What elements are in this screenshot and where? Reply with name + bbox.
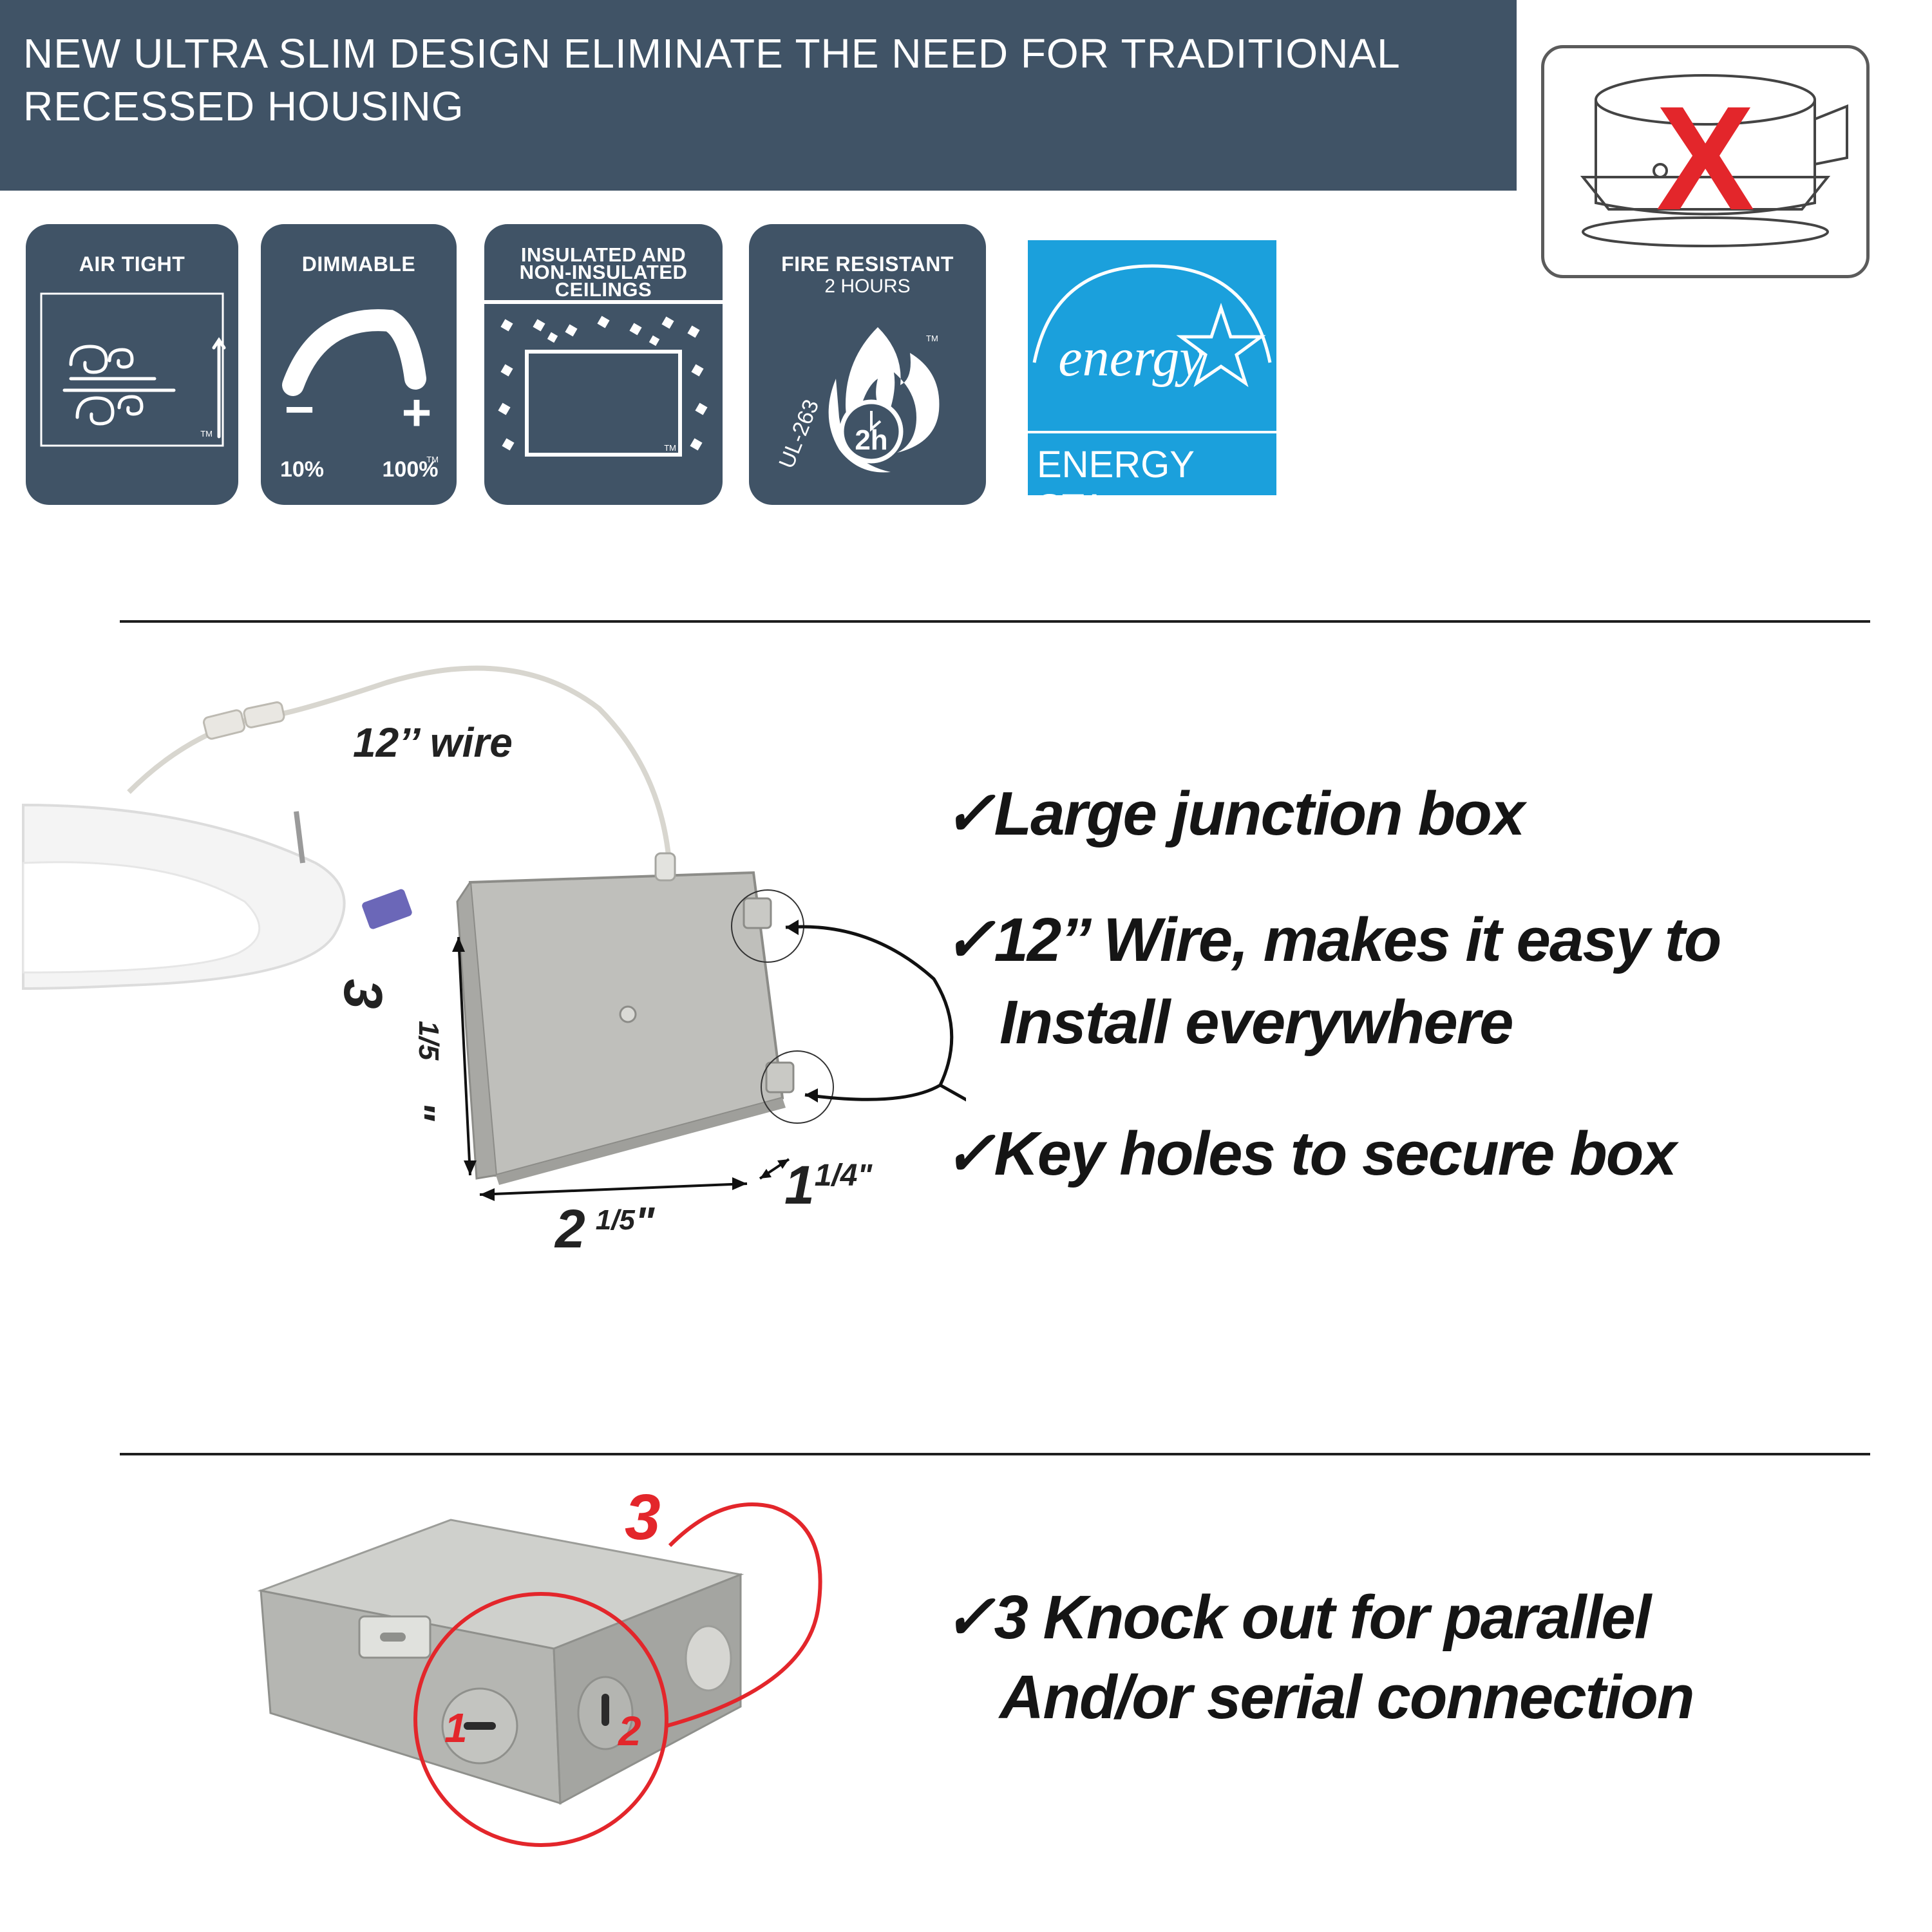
header-banner: NEW ULTRA SLIM DESIGN ELIMINATE THE NEED… xyxy=(0,0,1517,191)
width-main: 2 xyxy=(555,1198,585,1259)
depth-main: 1 xyxy=(784,1155,815,1215)
feature-large-junction-box: ✓Large junction box xyxy=(943,779,1525,848)
trademark-mark: TM xyxy=(926,334,938,343)
key-hole-circle xyxy=(761,1050,834,1124)
insulated-ceilings-badge: INSULATED AND NON-INSULATED CEILINGS TM xyxy=(484,224,723,505)
energy-script: energy xyxy=(1058,328,1204,388)
knockout-highlight-circle xyxy=(413,1592,668,1847)
knockout-box-photo: 1 2 3 xyxy=(257,1481,822,1847)
feature-wire-length-line2: Install everywhere xyxy=(999,988,1513,1057)
badge-title-line: INSULATED AND xyxy=(520,243,687,266)
section-divider xyxy=(120,620,1870,623)
knockout-label-1: 1 xyxy=(444,1705,468,1751)
section-divider xyxy=(120,1453,1870,1455)
knockout-label-2: 2 xyxy=(618,1708,641,1754)
feature-wire-length: ✓12’’ Wire, makes it easy to xyxy=(943,905,1721,974)
energy-star-label: ENERGY STA xyxy=(1037,444,1194,529)
fire-resistant-badge: FIRE RESISTANT 2 HOURS 2h UL-263 TM xyxy=(749,224,986,505)
trademark-mark: TM xyxy=(200,429,213,439)
depth-fraction: 1/4" xyxy=(814,1159,873,1193)
spring-clip xyxy=(362,889,412,929)
feature-key-holes: ✓Key holes to secure box xyxy=(943,1119,1677,1188)
fire-rating-label: 2h xyxy=(855,424,887,456)
energy-star-logo: energy ENERGY STA xyxy=(1028,240,1276,529)
flame-clock-icon: 2h UL-263 TM xyxy=(774,327,940,473)
wire xyxy=(276,665,672,870)
wire-connector xyxy=(243,701,285,728)
dimmable-badge: DIMMABLE − + 10% 100% TM xyxy=(261,224,457,505)
traditional-housing-icon: X xyxy=(1541,45,1870,278)
wire-length-label: 12’’ wire xyxy=(353,719,513,766)
recessed-can-icon: X xyxy=(1580,74,1848,247)
dim-high-label: 100% xyxy=(383,457,439,482)
x-mark: X xyxy=(1656,75,1754,241)
knockout-label-3: 3 xyxy=(625,1481,661,1553)
air-tight-badge: AIR TIGHT TM xyxy=(26,224,238,505)
badge-title: DIMMABLE xyxy=(301,252,416,276)
width-dimension: 2 1/5" xyxy=(555,1198,654,1260)
junction-box-diagram xyxy=(22,665,966,1201)
depth-dimension: 11/4" xyxy=(784,1154,872,1217)
dimmer-arc-icon: − + 10% 100% TM xyxy=(280,309,439,482)
air-swirl-icon: TM xyxy=(40,292,226,447)
minus-icon: − xyxy=(285,381,315,438)
dim-low-label: 10% xyxy=(280,457,324,482)
badge-title: FIRE RESISTANT xyxy=(781,252,954,276)
width-fraction: 1/5 xyxy=(595,1204,635,1236)
feature-knockouts: ✓3 Knock out for parallel xyxy=(943,1583,1651,1652)
banner-title: NEW ULTRA SLIM DESIGN ELIMINATE THE NEED… xyxy=(23,30,1399,129)
trademark-mark: TM xyxy=(426,455,439,464)
width-unit: " xyxy=(634,1198,655,1245)
trademark-mark: TM xyxy=(664,443,676,453)
feature-knockouts-line2: And/or serial connection xyxy=(999,1663,1695,1732)
badge-title-line: NON-INSULATED xyxy=(519,261,688,283)
badge-title-line: CEILINGS xyxy=(554,278,652,301)
ceiling-insulation-icon: TM xyxy=(484,300,723,457)
energy-star-icon: energy xyxy=(1028,264,1276,433)
badge-title: AIR TIGHT xyxy=(79,252,185,276)
plus-icon: + xyxy=(402,384,432,441)
badge-subtitle: 2 HOURS xyxy=(824,276,911,297)
badge-title: INSULATED AND NON-INSULATED CEILINGS xyxy=(484,243,723,301)
